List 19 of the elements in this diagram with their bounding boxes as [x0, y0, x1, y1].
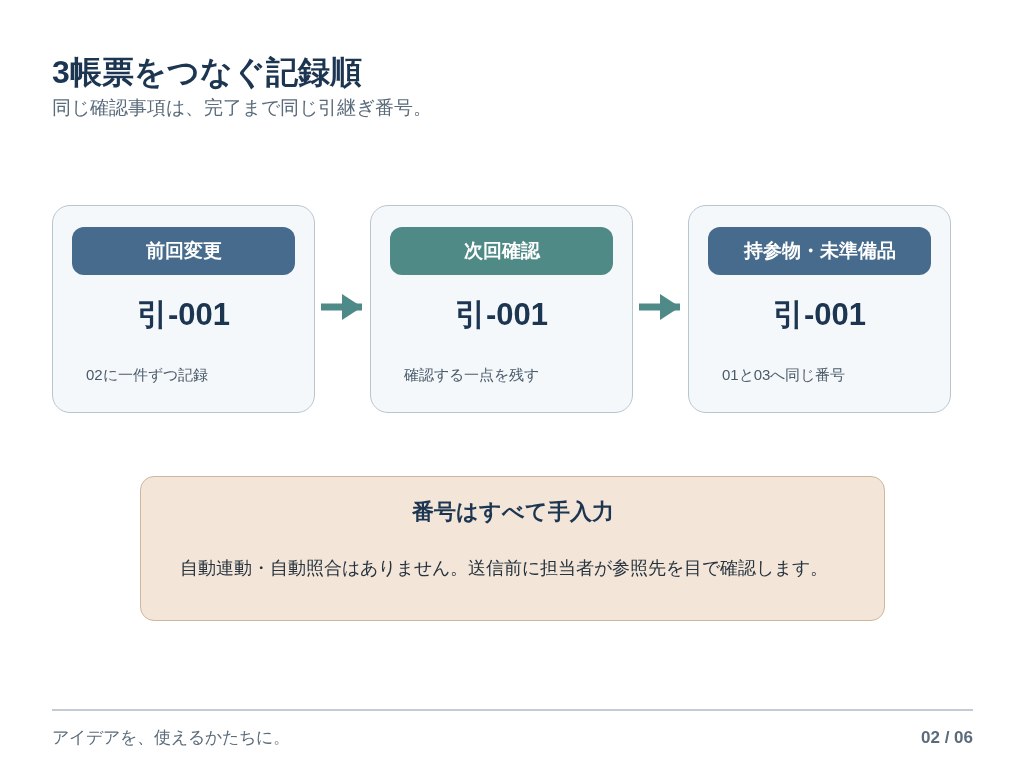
record-card	[370, 205, 633, 413]
card-note: 02に一件ずつ記録	[86, 365, 208, 385]
record-card	[688, 205, 951, 413]
note-heading: 番号はすべて手入力	[410, 498, 615, 526]
page-number: 02 / 06	[921, 727, 973, 749]
note-panel	[140, 476, 885, 621]
card-note: 確認する一点を残す	[404, 365, 539, 385]
record-number: 引-001	[453, 296, 549, 334]
step-header: 次回確認	[390, 227, 613, 275]
card-note: 01と03へ同じ番号	[722, 365, 846, 385]
record-number: 引-001	[771, 296, 867, 334]
subtitle: 同じ確認事項は、完了まで同じ引継ぎ番号。	[52, 96, 432, 120]
step-header: 持参物・未準備品	[708, 227, 931, 275]
title: 3帳票をつなぐ記録順	[52, 53, 362, 92]
footer-tagline: アイデアを、使えるかたちに。	[52, 727, 290, 749]
note-body: 自動連動・自動照合はありません。送信前に担当者が参照先を目で確認します。	[180, 557, 829, 580]
step-header: 前回変更	[72, 227, 295, 275]
record-card	[52, 205, 315, 413]
record-number: 引-001	[135, 296, 231, 334]
